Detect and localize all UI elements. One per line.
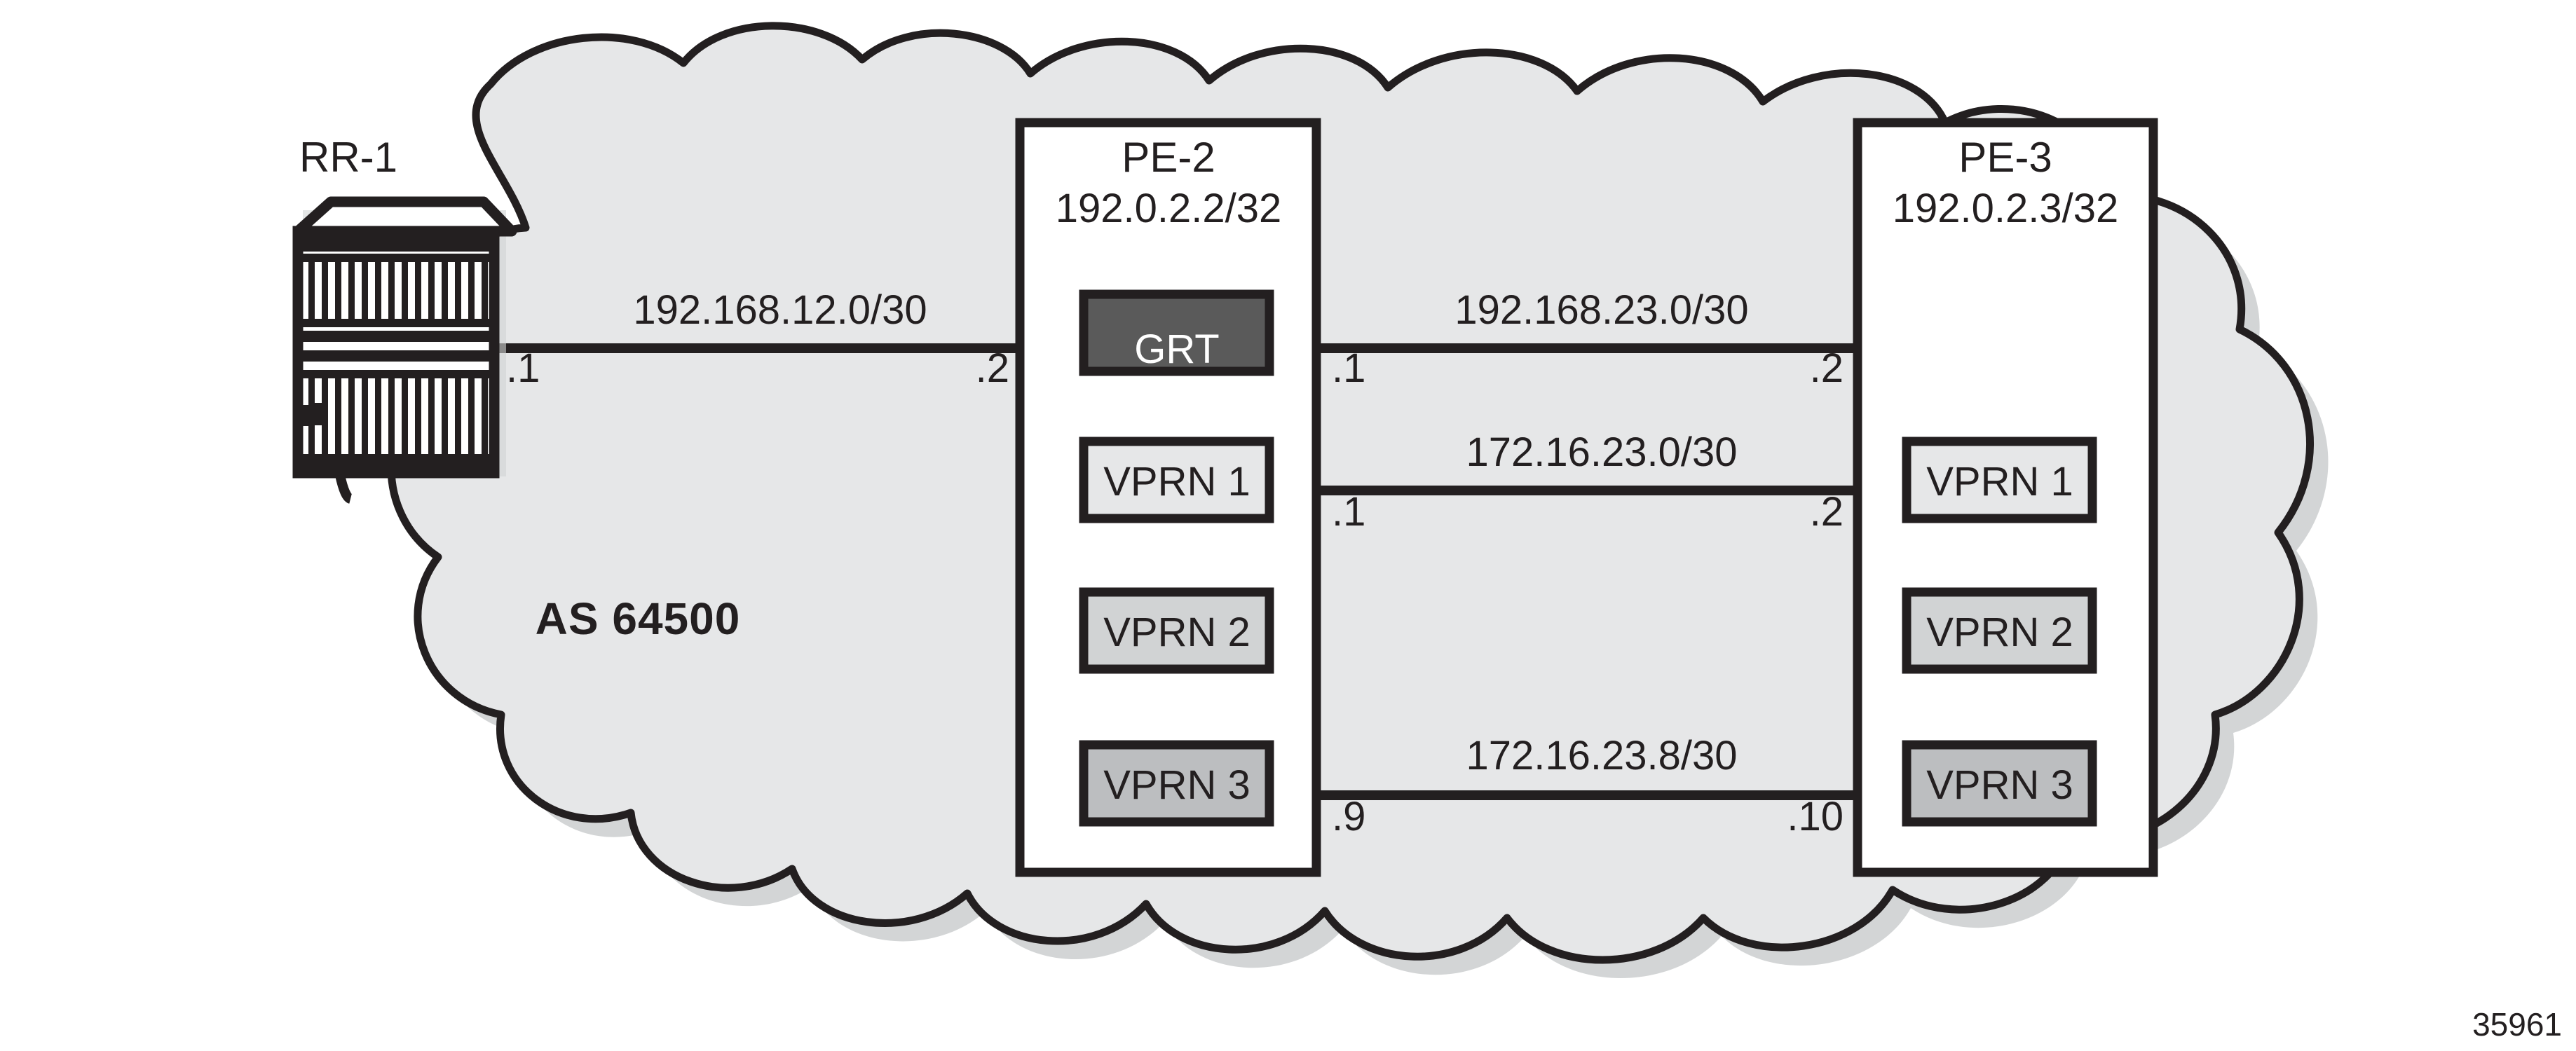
pe2-service-grt[interactable]: GRT (1079, 289, 1274, 376)
pe3-title: PE-3 (1958, 134, 2052, 181)
pe3-system-ip: 192.0.2.3/32 (1893, 186, 2119, 231)
pe2-title: PE-2 (1122, 134, 1215, 181)
link-rr1-pe2-subnet: 192.168.12.0/30 (633, 287, 927, 333)
rr1-group[interactable]: RR-1 (292, 134, 517, 504)
link-pe2-pe3-vprn1-left-iface: .1 (1332, 489, 1365, 535)
link-lines-group (498, 343, 1907, 800)
figure-number: 35961 (2472, 1006, 2562, 1043)
link-rr1-pe2-left-iface: .1 (506, 345, 540, 391)
as-number-label: AS 64500 (536, 593, 741, 644)
router-chassis-icon (292, 196, 517, 504)
link-pe2-pe3-vprn3-subnet: 172.16.23.8/30 (1466, 733, 1737, 778)
pe2-service-vprn-2-label: VPRN 2 (1103, 610, 1250, 655)
link-pe2-pe3-grt-left-iface: .1 (1332, 345, 1365, 391)
pe3-service-vprn-3[interactable]: VPRN 3 (1902, 740, 2097, 827)
pe3-service-vprn-3-label: VPRN 3 (1926, 762, 2073, 808)
link-labels-group: 192.168.12.0/30 .1 .2 192.168.23.0/30 .1… (506, 287, 1844, 839)
pe2-service-vprn-3-label: VPRN 3 (1103, 762, 1250, 808)
link-pe2-pe3-grt-subnet: 192.168.23.0/30 (1454, 287, 1748, 333)
pe3-service-vprn-2-label: VPRN 2 (1926, 610, 2073, 655)
link-pe2-pe3-vprn1-right-iface: .2 (1810, 489, 1844, 535)
pe2-service-vprn-3[interactable]: VPRN 3 (1079, 740, 1274, 827)
pe2-service-vprn-2[interactable]: VPRN 2 (1079, 587, 1274, 674)
pe3-service-vprn-2[interactable]: VPRN 2 (1902, 587, 2097, 674)
pe2-system-ip: 192.0.2.2/32 (1056, 186, 1282, 231)
pe3-service-vprn-1-label: VPRN 1 (1926, 459, 2073, 504)
pe2-group[interactable]: PE-2 192.0.2.2/32 GRT VPRN 1 VPRN 2 VPRN… (1015, 118, 1321, 877)
link-pe2-pe3-vprn1-subnet: 172.16.23.0/30 (1466, 430, 1737, 475)
pe3-service-vprn-1[interactable]: VPRN 1 (1902, 437, 2097, 523)
link-pe2-pe3-grt-right-iface: .2 (1810, 345, 1844, 391)
link-pe2-pe3-vprn3-left-iface: .9 (1332, 794, 1365, 839)
pe2-service-grt-label: GRT (1134, 327, 1219, 372)
link-rr1-pe2-right-iface: .2 (976, 345, 1009, 391)
pe2-service-vprn-1[interactable]: VPRN 1 (1079, 437, 1274, 523)
pe3-group[interactable]: PE-3 192.0.2.3/32 VPRN 1 VPRN 2 VPRN 3 (1853, 118, 2158, 877)
link-pe2-pe3-vprn3-right-iface: .10 (1787, 794, 1844, 839)
pe2-service-vprn-1-label: VPRN 1 (1103, 459, 1250, 504)
rr1-label: RR-1 (299, 134, 397, 181)
